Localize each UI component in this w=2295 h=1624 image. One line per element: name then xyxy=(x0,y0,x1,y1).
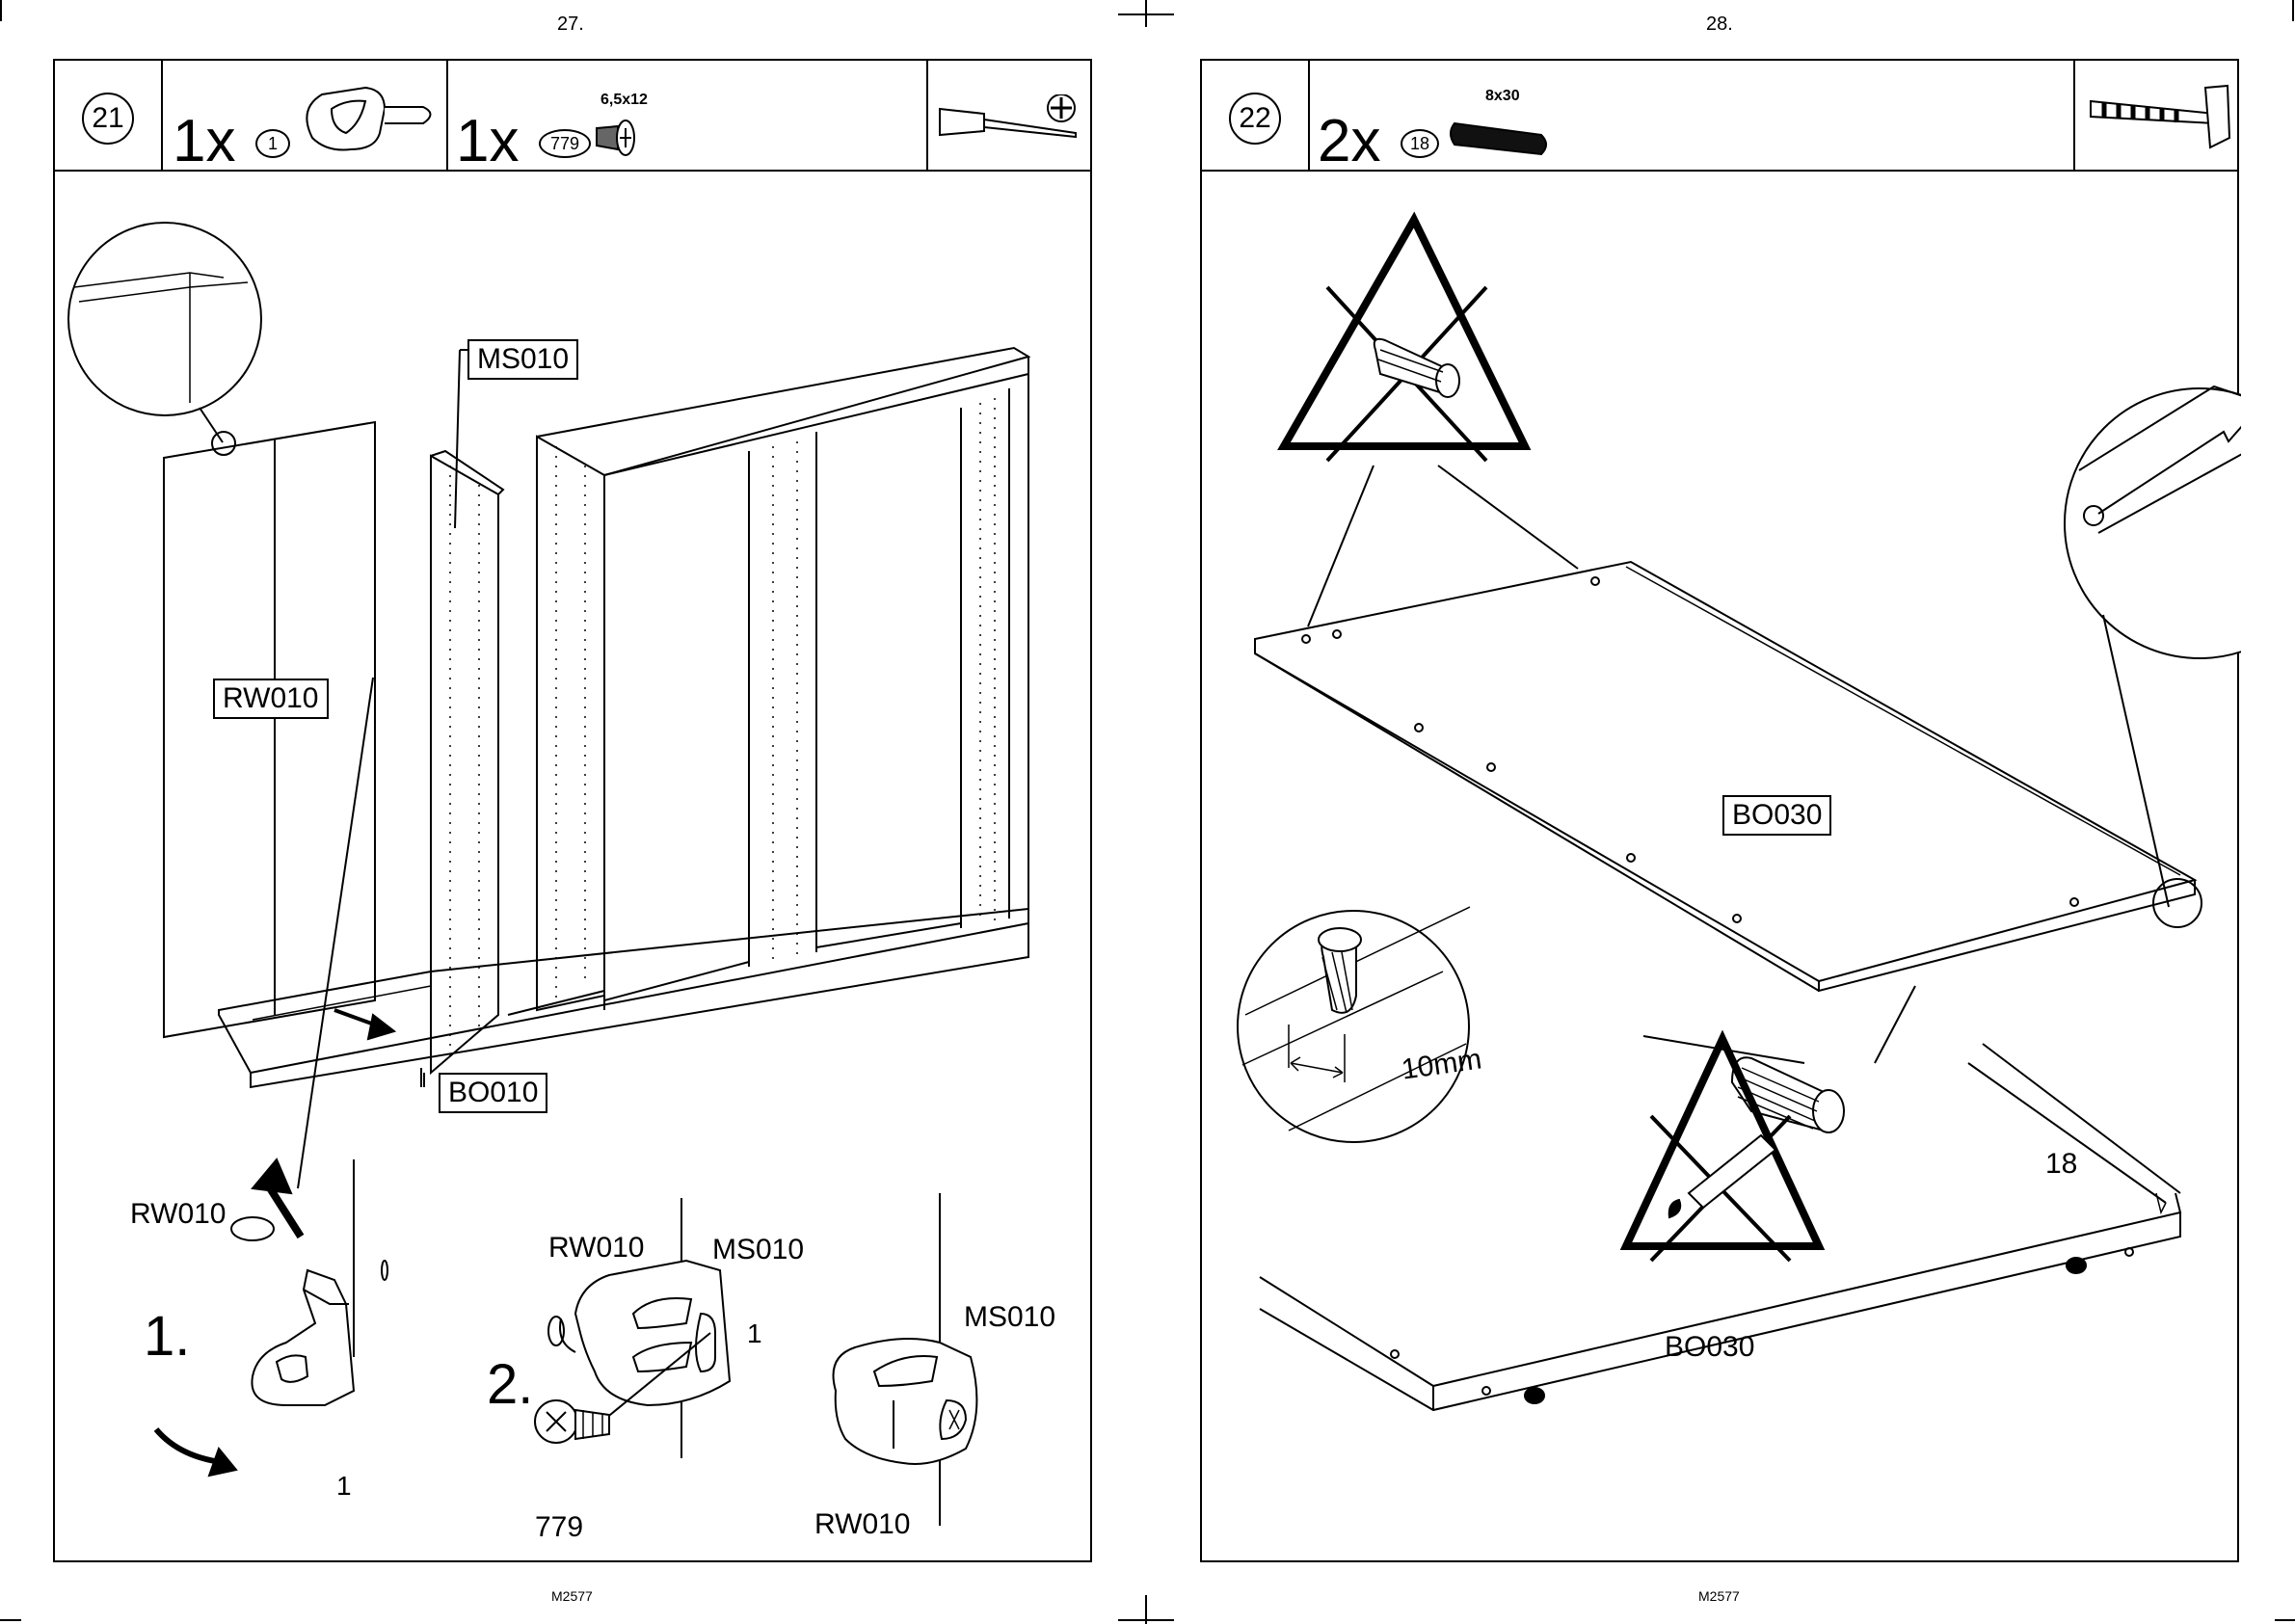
crop-mark xyxy=(1118,13,1174,15)
crop-mark xyxy=(1118,1619,1174,1621)
crop-mark xyxy=(2275,1619,2295,1621)
step2-screw-id: 779 xyxy=(535,1511,583,1544)
crop-mark xyxy=(0,1619,21,1621)
step2-number: 2. xyxy=(487,1352,533,1417)
final-ms010-label: MS010 xyxy=(964,1301,1055,1334)
final-rw010-label: RW010 xyxy=(814,1508,911,1541)
instruction-page-left: 21 1x 1 1x 779 6,5x12 xyxy=(53,59,1092,1562)
step1-part-label: RW010 xyxy=(130,1198,227,1231)
step2-bracket-id: 1 xyxy=(747,1318,762,1349)
part-label-rw010: RW010 xyxy=(213,679,329,719)
dowel-id-label: 18 xyxy=(2045,1148,2077,1181)
page-number-right: 28. xyxy=(1706,13,1733,36)
part-label-bo010: BO010 xyxy=(439,1073,547,1113)
step2-ms010-label: MS010 xyxy=(712,1234,804,1266)
part-label-bo030: BO030 xyxy=(1722,795,1831,836)
step1-number: 1. xyxy=(144,1304,190,1369)
part-label-ms010: MS010 xyxy=(467,339,578,380)
instruction-page-right: 22 2x 18 8x30 xyxy=(1200,59,2239,1562)
step2-rw010-label: RW010 xyxy=(548,1232,645,1265)
assembly-illustration xyxy=(55,61,1094,1564)
crop-mark xyxy=(0,0,2,21)
crop-mark xyxy=(2292,0,2294,21)
footer-code-right: M2577 xyxy=(1698,1588,1740,1604)
page-number-left: 27. xyxy=(557,13,584,36)
step1-bracket-id: 1 xyxy=(336,1471,352,1502)
footer-code-left: M2577 xyxy=(551,1588,593,1604)
part-label-bo030-bottom: BO030 xyxy=(1665,1331,1754,1364)
